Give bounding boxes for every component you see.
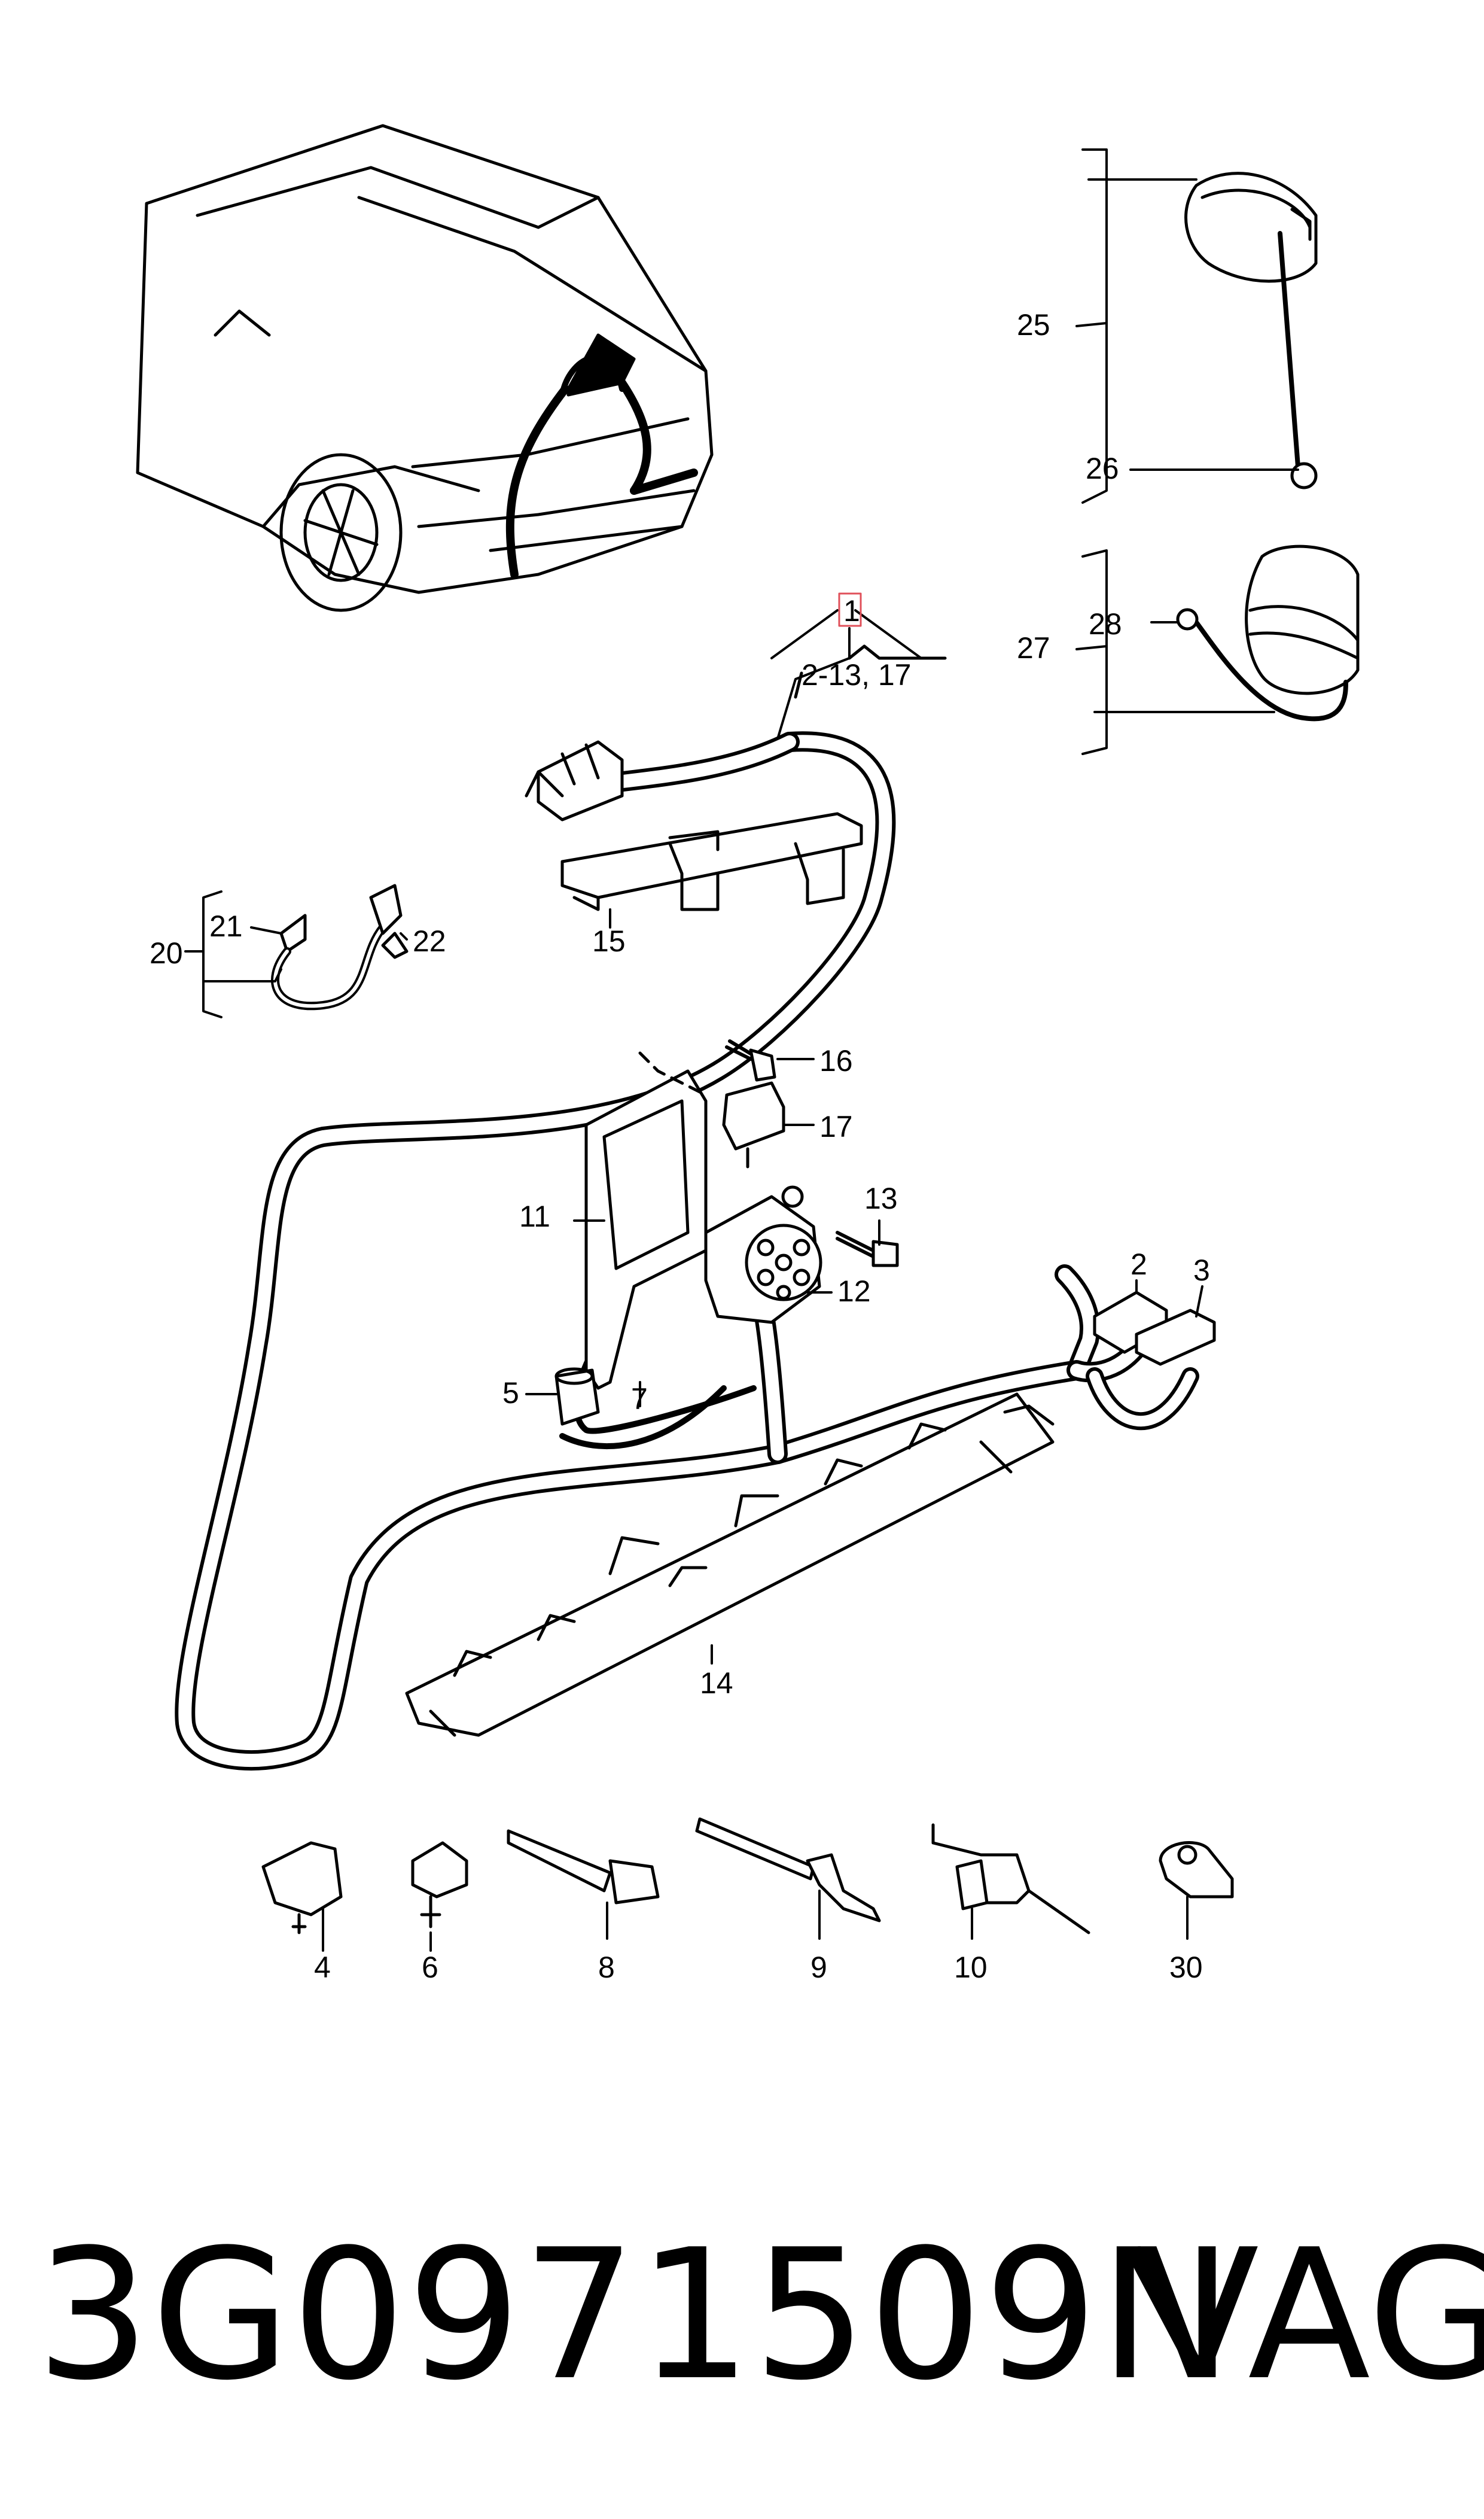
brand-label: VAG bbox=[1136, 2211, 1484, 2420]
callout-27: 27 bbox=[1017, 631, 1050, 665]
callout-10: 10 bbox=[954, 1951, 988, 1984]
wiring-20 bbox=[271, 884, 409, 1011]
cover-27 bbox=[1176, 544, 1360, 722]
callout-30: 30 bbox=[1169, 1951, 1203, 1984]
callout-8: 8 bbox=[598, 1951, 615, 1984]
callout-1: 1 bbox=[843, 594, 860, 628]
callout-9: 9 bbox=[810, 1951, 827, 1984]
callouts: 1 2-13, 17 2 3 4 5 6 7 8 9 10 11 12 13 1… bbox=[150, 308, 1210, 1984]
car-illustration bbox=[136, 124, 714, 612]
bracket-14 bbox=[405, 1392, 1055, 1737]
callout-28: 28 bbox=[1089, 607, 1122, 641]
callout-3: 3 bbox=[1193, 1254, 1210, 1287]
cable-tie-9 bbox=[695, 1817, 881, 1922]
callout-15: 15 bbox=[592, 924, 626, 958]
callout-12: 12 bbox=[837, 1274, 871, 1308]
callout-4: 4 bbox=[314, 1951, 331, 1984]
callout-25: 25 bbox=[1017, 308, 1050, 342]
socket-12 bbox=[704, 1195, 822, 1324]
bolt-16 bbox=[725, 1039, 776, 1082]
callout-26: 26 bbox=[1086, 452, 1119, 485]
callout-20: 20 bbox=[150, 936, 183, 970]
callout-21: 21 bbox=[209, 909, 243, 943]
callout-6: 6 bbox=[422, 1951, 438, 1984]
callout-7: 7 bbox=[631, 1382, 648, 1416]
bracket-11 bbox=[584, 1051, 708, 1390]
leader-lines bbox=[184, 148, 1299, 1952]
callout-1-range: 2-13, 17 bbox=[802, 658, 911, 692]
callout-17: 17 bbox=[819, 1110, 853, 1143]
callout-1-highlight bbox=[838, 592, 862, 627]
clip-6 bbox=[411, 1841, 468, 1928]
bracket-15 bbox=[560, 812, 863, 911]
callout-11: 11 bbox=[519, 1200, 550, 1233]
clip-4 bbox=[261, 1841, 343, 1934]
actuator-17 bbox=[722, 1081, 785, 1169]
part-number: 3G0971509N bbox=[36, 2211, 1235, 2420]
harness-connector-top bbox=[525, 740, 624, 822]
cable-tie-8 bbox=[507, 1829, 660, 1905]
cover-25 bbox=[1184, 172, 1318, 489]
callout-16: 16 bbox=[819, 1044, 853, 1078]
callout-22: 22 bbox=[413, 924, 446, 958]
callout-14: 14 bbox=[700, 1666, 733, 1700]
connector-3 bbox=[1135, 1309, 1216, 1366]
grommet-30 bbox=[1159, 1841, 1234, 1899]
callout-13: 13 bbox=[864, 1182, 898, 1215]
callout-2: 2 bbox=[1130, 1248, 1147, 1281]
connector-5 bbox=[554, 1367, 600, 1426]
bolt-13 bbox=[781, 1185, 899, 1267]
cable-tie-10 bbox=[931, 1823, 1090, 1934]
callout-5: 5 bbox=[502, 1376, 519, 1410]
